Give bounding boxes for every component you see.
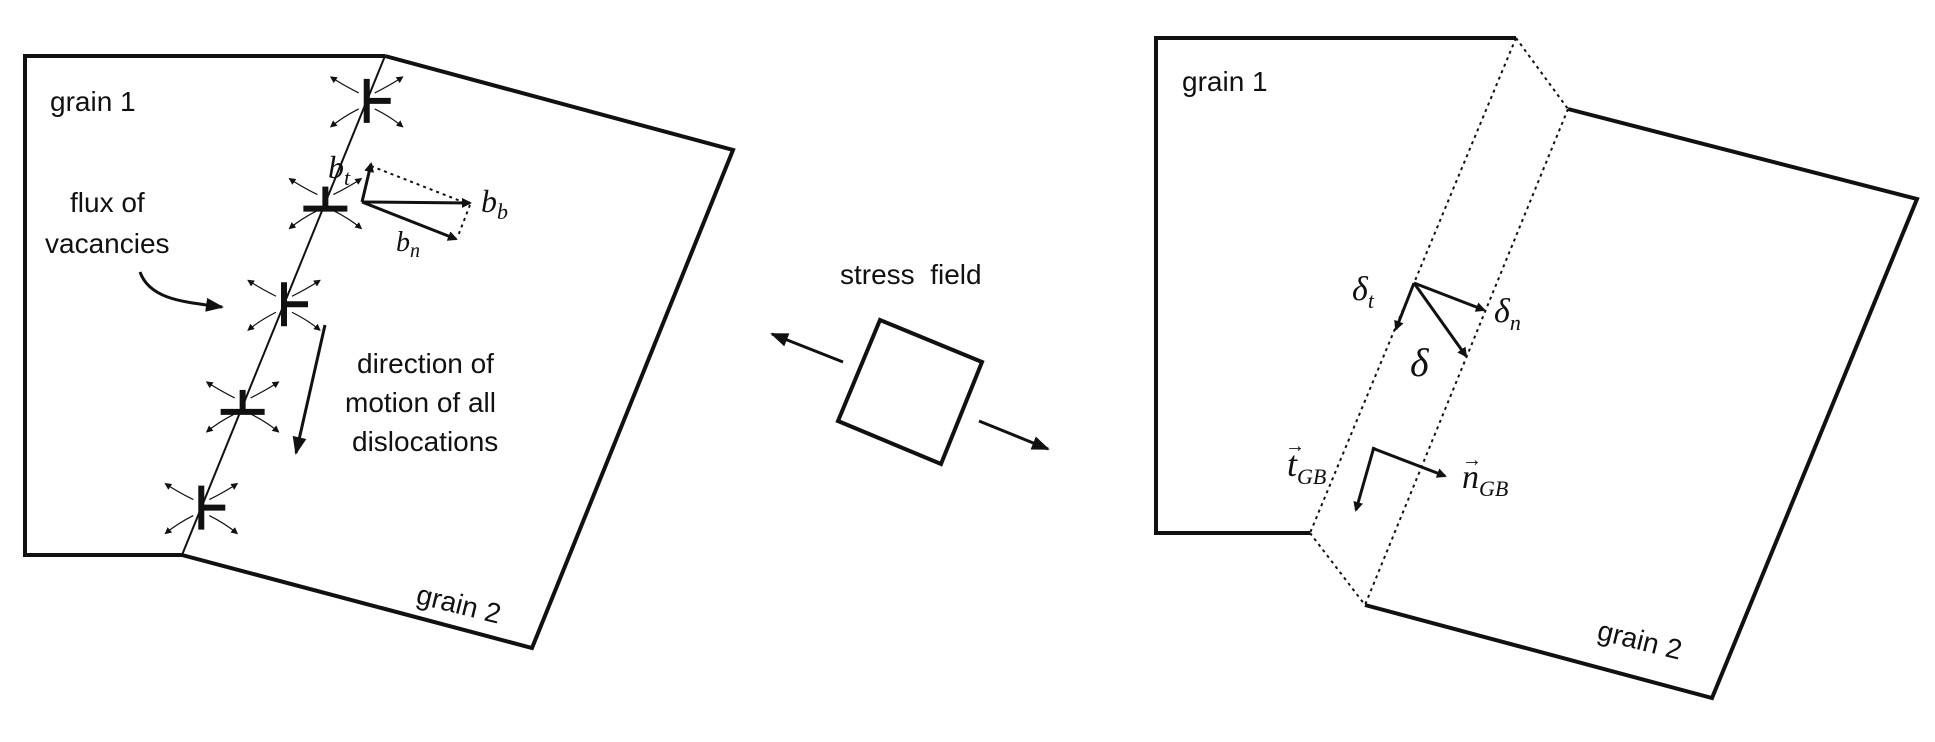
- flux-arrow: [138, 271, 224, 312]
- delta-label: δ: [1410, 340, 1430, 385]
- boundary-dotted-right: [1364, 108, 1569, 606]
- grain-1-label-right: grain 1: [1182, 66, 1268, 97]
- vacancy-flux-arrow: [329, 108, 359, 128]
- n-gb-label: nGB: [1462, 459, 1508, 501]
- dislocation-symbol: [164, 483, 239, 535]
- vacancy-flux-arrow: [209, 483, 239, 501]
- vacancy-flux-arrow: [164, 483, 194, 501]
- vacancy-flux-arrow: [250, 413, 280, 433]
- grain-2-label-right: grain 2: [1595, 615, 1686, 666]
- dislocations: [164, 76, 404, 535]
- vacancy-flux-arrow: [205, 381, 235, 399]
- burgers-b-label: bb: [481, 183, 508, 224]
- vacancy-flux-arrow: [374, 108, 404, 128]
- stress-arrow-right: [978, 419, 1050, 451]
- grain-1-outline: [23, 54, 385, 557]
- dislocation-symbol: [329, 76, 404, 128]
- boundary-dotted-top: [1515, 37, 1569, 110]
- grain-2-outline-right: [1364, 107, 1920, 701]
- burgers-vectors: bt bb bn: [328, 149, 508, 262]
- stress-arrow-left: [770, 332, 844, 364]
- n-gb-arrow-accent: →: [1462, 449, 1482, 471]
- vacancy-flux-arrow: [291, 279, 321, 297]
- vacancy-flux-arrow: [374, 76, 404, 94]
- vacancy-flux-arrow: [288, 178, 318, 196]
- burgers-n-vector: [361, 200, 458, 241]
- vacancy-flux-arrow: [209, 515, 239, 535]
- t-gb-label: tGB: [1287, 444, 1326, 489]
- burgers-dotted-right: [457, 204, 471, 237]
- left-panel: grain 1 grain 2 flux of vacancies direct…: [23, 54, 736, 651]
- delta-n-vector: [1413, 281, 1486, 312]
- stress-element-square: [835, 317, 985, 467]
- right-panel: grain 1 grain 2 δt δn δ tGB → nGB →: [1154, 36, 1920, 701]
- dislocation-symbol: [247, 279, 321, 331]
- vacancy-flux-arrow: [333, 210, 363, 230]
- direction-label-line2: motion of all: [345, 387, 496, 418]
- vacancy-flux-arrow: [288, 210, 318, 230]
- grain-1-outline-right: [1154, 36, 1516, 535]
- vacancy-flux-arrow: [164, 515, 194, 535]
- delta-n-label: δn: [1494, 293, 1521, 335]
- dislocation-symbol: [288, 178, 363, 230]
- stress-field-label: stress field: [840, 259, 982, 290]
- vacancy-flux-arrow: [291, 311, 321, 331]
- center-panel: stress field: [770, 259, 1050, 467]
- burgers-t-label: bt: [328, 149, 351, 190]
- vacancy-flux-arrow: [250, 381, 280, 399]
- vacancy-flux-arrow: [333, 178, 363, 196]
- vacancy-flux-arrow: [329, 76, 359, 94]
- burgers-t-vector: [360, 162, 375, 203]
- burgers-dotted-top: [370, 165, 464, 203]
- delta-t-label: δt: [1352, 271, 1375, 313]
- motion-direction-arrow: [292, 324, 327, 455]
- vacancy-flux-arrow: [205, 413, 235, 433]
- delta-t-vector: [1394, 282, 1416, 331]
- flux-label-line2: vacancies: [45, 228, 170, 259]
- burgers-n-label: bn: [396, 227, 420, 262]
- vacancy-flux-arrow: [247, 311, 277, 331]
- n-gb-vector: [1371, 446, 1447, 478]
- grain-2-outline: [181, 54, 736, 651]
- delta-vector: [1412, 282, 1468, 358]
- grain-1-label: grain 1: [50, 86, 136, 117]
- vacancy-flux-arrow: [247, 279, 277, 297]
- direction-label-line1: direction of: [357, 348, 494, 379]
- direction-label-line3: dislocations: [352, 426, 498, 457]
- t-gb-vector: [1353, 446, 1376, 512]
- dislocation-symbol: [205, 381, 280, 433]
- boundary-dotted-bottom: [1309, 532, 1366, 606]
- t-gb-arrow-accent: →: [1285, 435, 1305, 457]
- burgers-b-vector: [361, 197, 472, 208]
- flux-label-line1: flux of: [70, 187, 145, 218]
